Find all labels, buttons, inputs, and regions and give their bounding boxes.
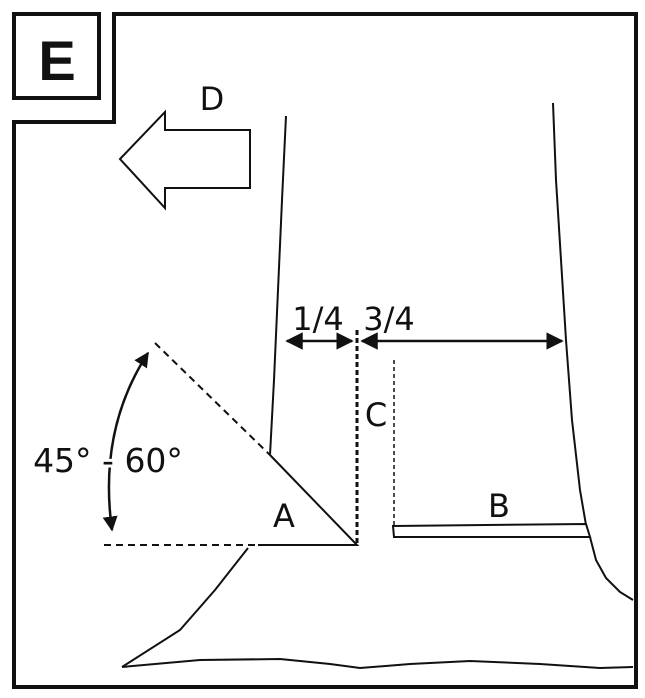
label-hinge-left-fraction: 1/4 bbox=[292, 300, 344, 338]
trunk-left-edge bbox=[269, 115, 287, 456]
outer-frame bbox=[12, 12, 638, 689]
notch-wedge bbox=[258, 454, 360, 546]
left-arrow-icon bbox=[118, 109, 251, 211]
panel-letter: E bbox=[38, 29, 75, 92]
label-back-cut: B bbox=[488, 487, 510, 525]
panel-letter-box bbox=[12, 12, 101, 100]
label-notch: A bbox=[273, 497, 295, 535]
stump-left-edge bbox=[121, 547, 249, 668]
curved-double-arrow-icon bbox=[102, 351, 150, 532]
label-angle: 45° - 60° bbox=[33, 441, 183, 480]
label-hinge-right-fraction: 3/4 bbox=[363, 300, 415, 338]
ground-line bbox=[121, 657, 634, 670]
label-hinge: C bbox=[365, 396, 387, 434]
back-cut bbox=[391, 522, 592, 538]
stump-right-edge bbox=[589, 536, 634, 601]
label-fall-direction: D bbox=[200, 80, 225, 118]
notch-angle-dashed-upper bbox=[154, 342, 271, 456]
trunk-right-edge bbox=[552, 102, 587, 526]
